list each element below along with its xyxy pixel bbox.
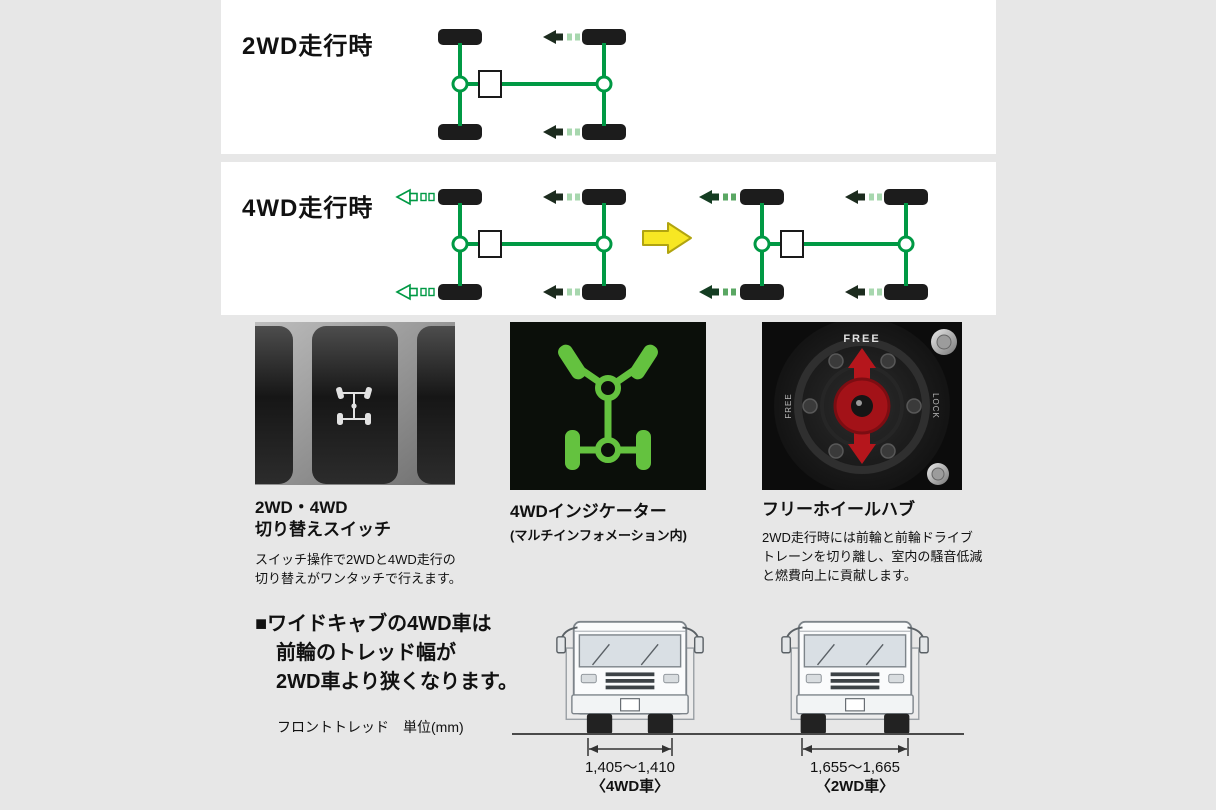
hub-desc-line1: 2WD走行時には前輪と前輪ドライブ [762,530,973,545]
tread-value-4wd: 1,405〜1,410 [584,759,676,776]
switch-photo [255,322,455,485]
rear-differential [897,235,915,253]
note-line1: ■ワイドキャブの4WD車は [255,613,492,635]
note-line2: 前輪のトレッド幅が [276,642,456,664]
front-idle-arrow-icon [395,188,435,206]
hub-lever [833,348,891,464]
rear-drive-arrow-icon [543,190,580,204]
license-plate [845,698,865,712]
transmission [478,230,502,258]
switch-caption: 2WD・4WD 切り替えスイッチ スイッチ操作で2WDと4WD走行の 切り替えが… [255,497,462,588]
indicator-subtitle: (マルチインフォメーション内) [510,528,688,543]
hub-free-label: FREE [843,333,880,345]
hub-desc-line2: トレーンを切り離し、室内の騒音低減 [762,549,983,564]
blank-switch-left [255,326,293,484]
transmission [780,230,804,258]
tread-model-2wd: 〈2WD車〉 [815,778,895,795]
truck-4wd-illustration [556,620,704,735]
front-differential [451,235,469,253]
transmission [478,70,502,98]
hub-caption: フリーホイールハブ 2WD走行時には前輪と前輪ドライブ トレーンを切り離し、室内… [762,499,982,585]
switch-title-line1: 2WD・4WD [255,498,348,517]
switch-desc-line1: スイッチ操作で2WDと4WD走行の [255,552,456,567]
front-drive-arrow-icon [699,285,736,299]
tread-value-2wd: 1,655〜1,665 [809,759,901,776]
front-idle-arrow-icon [395,283,435,301]
truck-2wd-illustration [781,620,929,735]
front-differential [451,75,469,93]
hub-bolts [802,353,922,459]
wheels [740,189,928,300]
tread-dimension-4wd [587,738,673,756]
tread-label-4wd: 1,405〜1,410 〈4WD車〉 [555,758,705,796]
4wd-after-drivetrain-diagram [699,189,928,300]
2wd-mode-title: 2WD走行時 [242,33,374,60]
wheels [438,189,626,300]
blank-switch-right [417,326,455,484]
front-drive-arrow-icon [699,190,736,204]
mirror-right [693,636,704,654]
rear-drive-arrow-icon [543,285,580,299]
drivetrain-switch-icon [336,386,372,425]
hub-photo-image: FREE FREE LOCK [762,322,962,490]
indicator-photo [510,322,706,490]
4wd-indicator-icon [558,344,658,470]
switch-photo-image [255,322,455,485]
indicator-title: 4WDインジケーター [510,502,667,521]
hub-free-side-label: FREE [784,393,793,418]
rear-drive-arrow-icon [543,125,580,139]
rear-differential [595,235,613,253]
rear-drive-arrow-icon [845,190,882,204]
tread-dimension-2wd [801,738,909,756]
windshield [578,634,682,668]
note-line3: 2WD車より狭くなります。 [276,671,519,693]
wheels [800,713,910,735]
tread-unit-caption: フロントトレッド 単位(mm) [277,719,464,735]
4wd-before-drivetrain-diagram [395,188,626,301]
2wd-mode-panel: 2WD走行時 [221,0,996,154]
transition-arrow-icon [642,222,692,254]
ground-line [512,733,964,735]
indicator-photo-image [510,322,706,490]
tread-model-4wd: 〈4WD車〉 [590,778,670,795]
rear-drive-arrow-icon [845,285,882,299]
mirror-left [781,636,792,654]
switch-title-line2: 切り替えスイッチ [255,520,391,539]
windshield [803,634,907,668]
wheels [586,713,674,735]
hub-lock-side-label: LOCK [931,393,940,419]
2wd-drivetrain-diagram [438,29,626,140]
grille [830,672,880,690]
hub-photo: FREE FREE LOCK [762,322,962,490]
wide-cab-note: ■ワイドキャブの4WD車は 前輪のトレッド幅が 2WD車より狭くなります。 フロ… [255,610,518,742]
mirror-right [918,636,929,654]
switch-desc-line2: 切り替えがワンタッチで行えます。 [255,571,462,586]
rear-differential [595,75,613,93]
hub-title: フリーホイールハブ [762,500,915,519]
mirror-left [556,636,567,654]
wheels [438,29,626,140]
front-differential [753,235,771,253]
hub-desc-line3: と燃費向上に貢献します。 [762,568,917,583]
indicator-caption: 4WDインジケーター (マルチインフォメーション内) [510,501,687,545]
license-plate [620,698,640,712]
grille [605,672,655,690]
tread-label-2wd: 1,655〜1,665 〈2WD車〉 [780,758,930,796]
4wd-mode-panel: 4WD走行時 [221,162,996,315]
corner-bolts [927,329,957,485]
4wd-mode-title: 4WD走行時 [242,195,374,222]
rear-drive-arrow-icon [543,30,580,44]
